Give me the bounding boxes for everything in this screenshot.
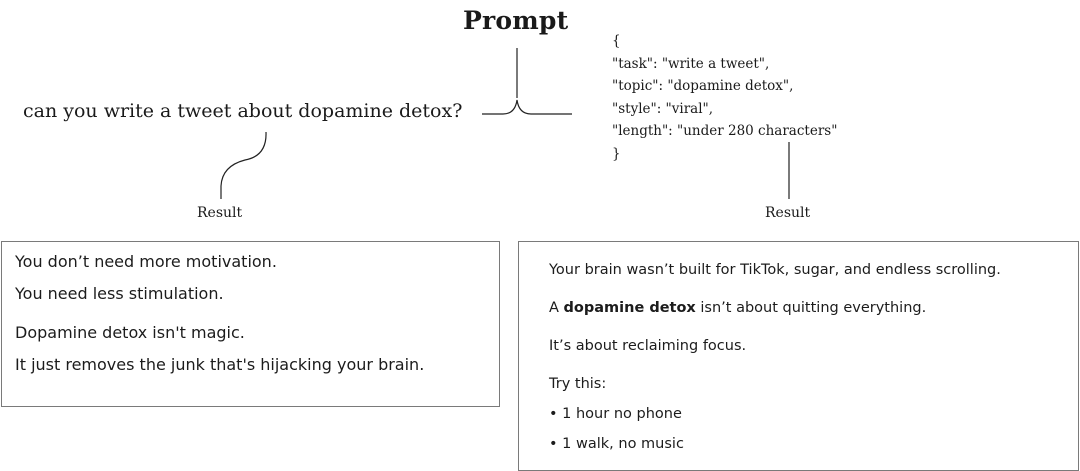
result-label-right: Result — [765, 205, 811, 221]
bullet-item: • 1 walk, no music — [549, 436, 684, 452]
plain-prompt-text: can you write a tweet about dopamine det… — [23, 100, 463, 122]
prompt-brace-line — [482, 99, 572, 115]
right-line2-post: isn’t about quitting everything. — [695, 300, 927, 316]
right-result-line: Your brain wasn’t built for TikTok, suga… — [549, 262, 1001, 278]
json-line-style: "style": "viral", — [612, 100, 714, 117]
left-result-line: Dopamine detox isn't magic. — [15, 323, 245, 342]
right-result-line: Try this: — [549, 376, 607, 392]
json-line-task: "task": "write a tweet", — [612, 55, 770, 72]
json-prompt-block: { "task": "write a tweet", "topic": "dopam… — [612, 30, 837, 165]
json-close-brace: } — [612, 145, 621, 162]
json-line-topic: "topic": "dopamine detox", — [612, 78, 794, 94]
right-line2-pre: A — [549, 300, 564, 316]
bullet-item: • 1 hour no phone — [549, 406, 682, 422]
result-label-left: Result — [197, 205, 243, 221]
json-open-brace: { — [612, 33, 621, 49]
left-result-line: You don’t need more motivation. — [15, 252, 277, 271]
json-line-length: "length": "under 280 characters" — [612, 123, 838, 139]
right-result-box: Your brain wasn’t built for TikTok, suga… — [518, 241, 1079, 471]
connector-lines — [220, 48, 790, 199]
right-result-line: It’s about reclaiming focus. — [549, 338, 747, 354]
left-result-line: You need less stimulation. — [15, 284, 224, 303]
left-result-connector — [220, 131, 267, 199]
left-result-box: You don’t need more motivation. You need… — [1, 241, 500, 407]
right-line2-bold: dopamine detox — [563, 300, 696, 316]
prompt-title: Prompt — [463, 6, 569, 35]
left-result-line: It just removes the junk that's hijackin… — [15, 355, 425, 374]
right-result-line-dopamine: A dopamine detox isn’t about quitting ev… — [549, 300, 1048, 316]
